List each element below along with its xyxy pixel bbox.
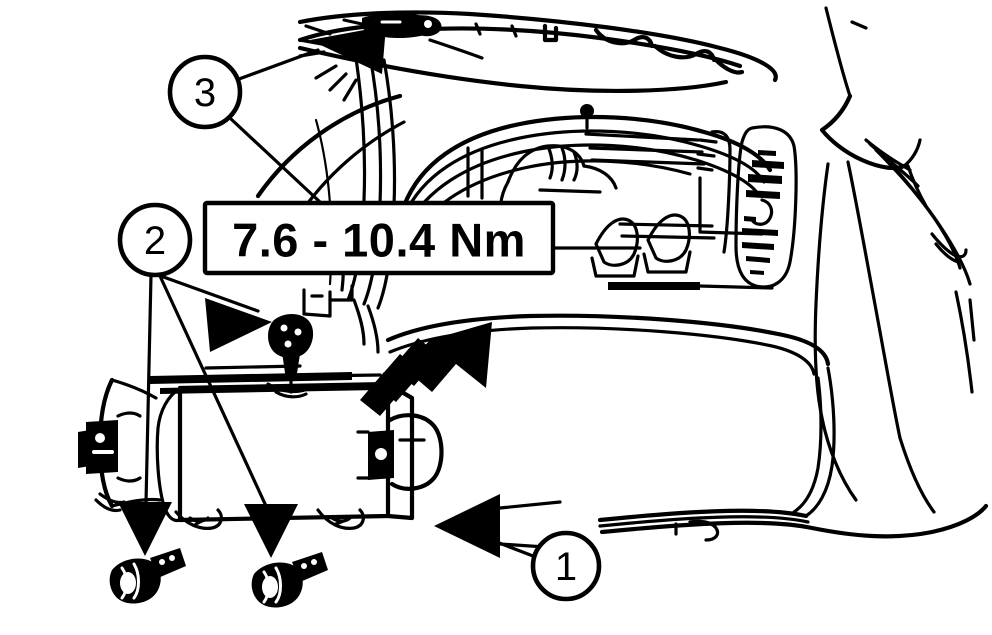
callout-leaders xyxy=(144,48,535,558)
torque-spec-box[interactable]: 7.6 - 10.4 Nm xyxy=(202,200,556,276)
arrow-to-upper-bolt-icon xyxy=(205,298,272,352)
a-pillar xyxy=(813,6,976,514)
torque-spec-value: 7.6 - 10.4 Nm xyxy=(232,214,526,267)
callout-3-label: 3 xyxy=(194,71,216,115)
module-top-bars xyxy=(150,364,380,394)
callout-2[interactable]: 2 xyxy=(117,202,193,278)
callout-1[interactable]: 1 xyxy=(530,530,602,602)
arrow-to-left-bolt-icon xyxy=(118,502,172,556)
motion-arrow-striped-icon xyxy=(360,322,492,416)
dash-upper-sweep xyxy=(255,93,406,216)
callout-3[interactable]: 3 xyxy=(167,54,243,130)
arrow-to-upper-clip-icon xyxy=(298,24,386,102)
bolt-lower-right xyxy=(251,552,328,608)
vent-grille-panel xyxy=(696,125,798,289)
callout-2-label: 2 xyxy=(144,219,166,263)
arrow-to-right-bolt-icon xyxy=(244,504,298,558)
callout-1-label: 1 xyxy=(555,545,577,589)
instrument-cluster xyxy=(466,132,774,290)
bolt-lower-left xyxy=(109,548,186,604)
